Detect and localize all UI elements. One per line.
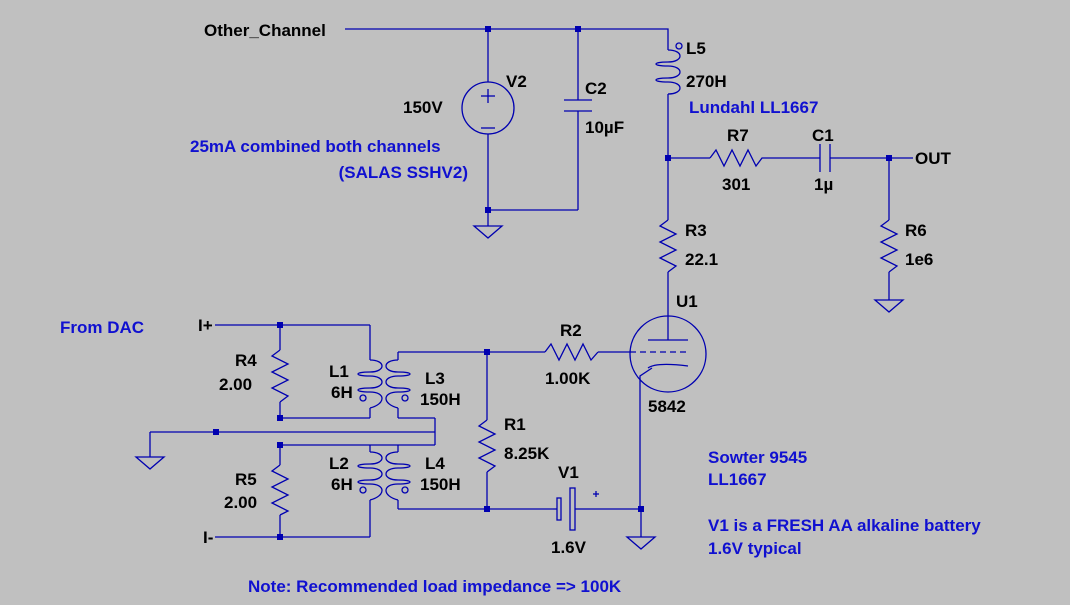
r5-value: 2.00 <box>224 493 257 512</box>
note-battery-1: V1 is a FRESH AA alkaline battery <box>708 516 981 535</box>
r3-name: R3 <box>685 221 707 240</box>
l1-inductor[interactable] <box>357 359 383 409</box>
supply-wiring <box>345 26 669 226</box>
r6-name: R6 <box>905 221 927 240</box>
v1-name: V1 <box>558 463 579 482</box>
ground-symbol-r6 <box>873 299 905 313</box>
note-combined-current: 25mA combined both channels <box>190 137 441 156</box>
r1-name: R1 <box>504 415 526 434</box>
c1-capacitor[interactable] <box>819 144 831 172</box>
r2-value: 1.00K <box>545 369 591 388</box>
r5-name: R5 <box>235 470 257 489</box>
note-output-transformer: Lundahl LL1667 <box>689 98 818 117</box>
r4-value: 2.00 <box>219 375 252 394</box>
l1-name: L1 <box>329 362 349 381</box>
r4-name: R4 <box>235 351 257 370</box>
l4-inductor[interactable] <box>385 451 411 501</box>
c2-capacitor[interactable] <box>564 99 592 112</box>
r3-value: 22.1 <box>685 250 718 269</box>
v2-name: V2 <box>506 72 527 91</box>
l5-name: L5 <box>686 39 706 58</box>
l4-name: L4 <box>425 454 445 473</box>
r3-resistor[interactable] <box>658 219 678 273</box>
ground-symbol-cathode <box>625 536 657 550</box>
v1-battery[interactable] <box>553 487 599 531</box>
note-supply: (SALAS SSHV2) <box>339 163 468 182</box>
r1-value: 8.25K <box>504 444 550 463</box>
r2-resistor[interactable] <box>544 342 599 362</box>
grid-cathode-wiring <box>398 349 644 537</box>
r1-resistor[interactable] <box>477 419 497 473</box>
l5-inductor[interactable] <box>655 42 683 95</box>
r7-resistor[interactable] <box>709 148 768 168</box>
l2-value: 6H <box>331 475 353 494</box>
u1-triode-tube[interactable] <box>629 315 707 393</box>
note-from-dac: From DAC <box>60 318 144 337</box>
v1-value: 1.6V <box>551 538 587 557</box>
c1-name: C1 <box>812 126 834 145</box>
u1-name: U1 <box>676 292 698 311</box>
ground-symbol-v2 <box>472 225 504 239</box>
note-input-transformer-1: Sowter 9545 <box>708 448 807 467</box>
r7-name: R7 <box>727 126 749 145</box>
i-minus-label: I- <box>203 528 213 547</box>
v2-voltage-source[interactable] <box>461 81 515 135</box>
other-channel-label: Other_Channel <box>204 21 326 40</box>
i-plus-label: I+ <box>198 316 213 335</box>
ground-symbol-input <box>134 456 166 470</box>
r5-resistor[interactable] <box>270 464 290 516</box>
r4-resistor[interactable] <box>270 349 290 403</box>
c2-name: C2 <box>585 79 607 98</box>
r6-value: 1e6 <box>905 250 933 269</box>
l2-inductor[interactable] <box>357 451 383 501</box>
v2-value: 150V <box>403 98 443 117</box>
note-load-impedance: Note: Recommended load impedance => 100K <box>248 577 622 596</box>
l2-name: L2 <box>329 454 349 473</box>
l4-value: 150H <box>420 475 461 494</box>
l3-inductor[interactable] <box>385 359 411 409</box>
u1-value: 5842 <box>648 397 686 416</box>
l3-name: L3 <box>425 369 445 388</box>
r6-resistor[interactable] <box>879 219 899 273</box>
input-wiring <box>149 322 436 540</box>
r2-name: R2 <box>560 321 582 340</box>
r7-value: 301 <box>722 175 750 194</box>
c2-value: 10µF <box>585 118 624 137</box>
note-input-transformer-2: LL1667 <box>708 470 767 489</box>
c1-value: 1µ <box>814 175 833 194</box>
out-label: OUT <box>915 149 952 168</box>
l3-value: 150H <box>420 390 461 409</box>
l1-value: 6H <box>331 383 353 402</box>
l5-value: 270H <box>686 72 727 91</box>
plate-wiring <box>665 94 913 326</box>
note-battery-2: 1.6V typical <box>708 539 802 558</box>
